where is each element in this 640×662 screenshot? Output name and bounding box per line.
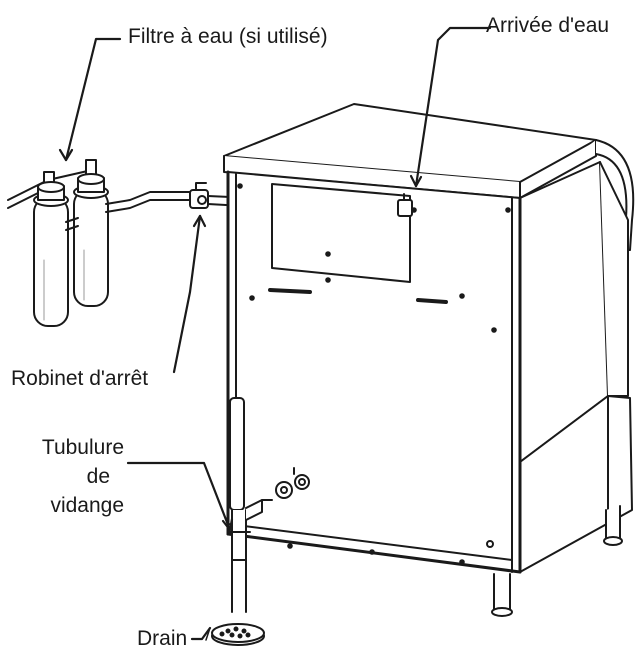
drain-tube bbox=[227, 397, 263, 613]
water-filter-assembly bbox=[7, 159, 197, 327]
drain-tube-label-line3: vidange bbox=[50, 494, 124, 517]
drain-label: Drain bbox=[137, 627, 188, 650]
drain-tube-label-line1: Tubulure bbox=[41, 436, 124, 459]
water-filter-label: Filtre à eau (si utilisé) bbox=[128, 25, 328, 48]
water-inlet-fitting bbox=[397, 193, 413, 217]
leader-lines bbox=[58, 26, 492, 641]
drain-tube-label-line2: de bbox=[86, 465, 110, 488]
water-inlet-label: Arrivée d'eau bbox=[486, 14, 610, 37]
ice-machine-cabinet bbox=[223, 103, 635, 574]
shutoff-valve-label: Robinet d'arrêt bbox=[11, 367, 149, 390]
machine-legs bbox=[491, 505, 623, 617]
drain-fittings bbox=[261, 467, 310, 501]
floor-drain bbox=[211, 623, 265, 646]
